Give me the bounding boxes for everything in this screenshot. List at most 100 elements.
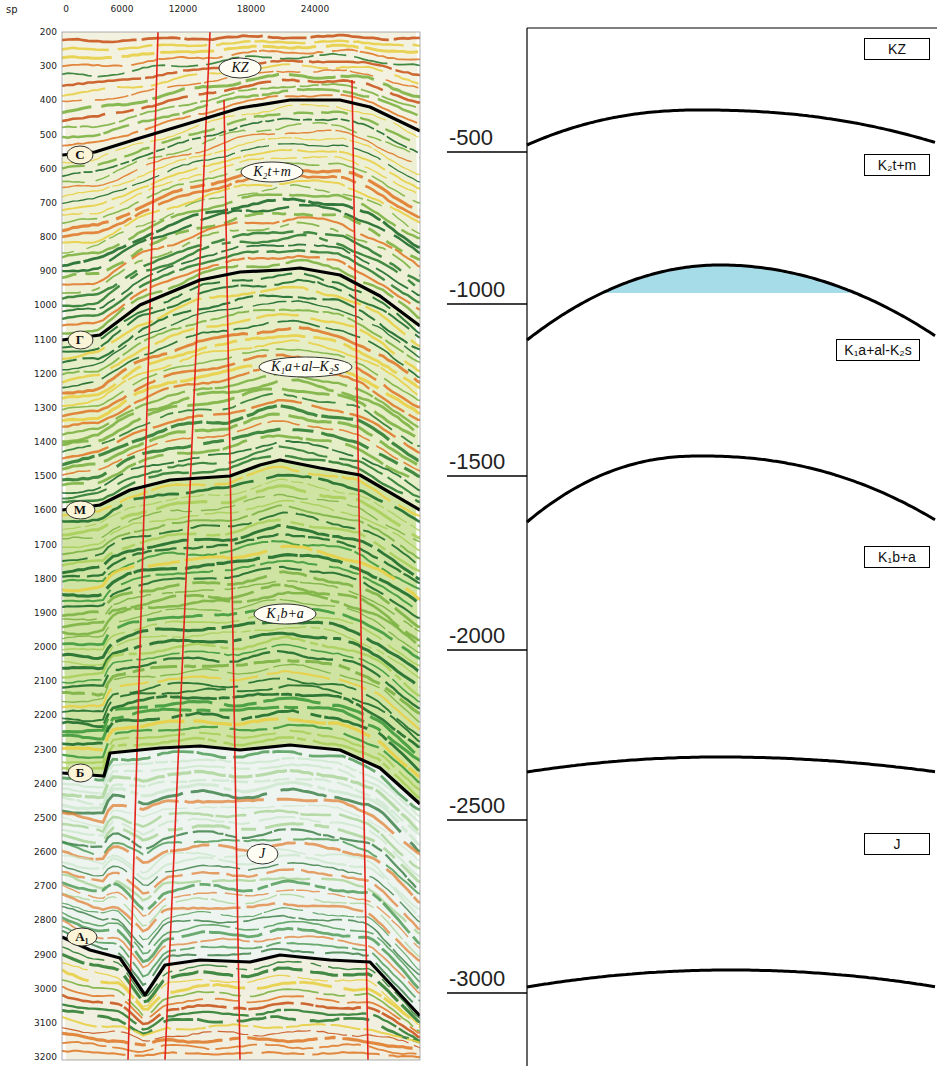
node-text: J — [259, 846, 266, 862]
axis-tick-label: 3100 — [34, 1018, 57, 1028]
axis-tick-label: 2000 — [34, 642, 57, 652]
axis-tick-label: 6000 — [111, 4, 134, 14]
axis-tick-label: 1800 — [34, 574, 57, 584]
horizon-label: С — [66, 145, 94, 165]
axis-tick-label: 900 — [40, 266, 57, 276]
horizon-line — [62, 460, 420, 510]
depth-label: -2500 — [449, 793, 505, 819]
axis-tick-label: 3000 — [34, 984, 57, 994]
axis-tick-label: 2400 — [34, 779, 57, 789]
formation-box: J — [864, 833, 930, 855]
seismic-section — [62, 32, 420, 1060]
formation-oval: K₁b+a — [253, 603, 317, 625]
seismic-reflector — [62, 572, 420, 628]
axis-tick-label: 1500 — [34, 471, 57, 481]
depth-tick — [447, 819, 527, 821]
axis-tick-label: 2600 — [34, 847, 57, 857]
seismic-reflector — [62, 163, 420, 225]
oval-shape — [67, 146, 93, 164]
oval-shape — [241, 162, 303, 182]
node-text: K₁b+a — [266, 606, 304, 622]
axis-tick-label: 2100 — [34, 676, 57, 686]
formation-oval: K₂t+m — [240, 161, 304, 183]
node-text: KZ — [231, 60, 249, 76]
depth-tick — [447, 151, 527, 153]
seismic-reflector — [62, 1026, 420, 1049]
depth-label: -1500 — [449, 449, 505, 475]
horizon-label: А₁ — [66, 927, 98, 947]
seismic-reflector — [62, 1042, 420, 1054]
node-text: Б — [76, 765, 85, 781]
oval-shape — [67, 928, 97, 946]
horizon-line — [62, 937, 420, 1016]
axis-tick-label: 1600 — [34, 505, 57, 515]
formation-box: K₂t+m — [864, 154, 930, 176]
depth-tick — [447, 475, 527, 477]
axis-tick-label: 18000 — [237, 4, 266, 14]
panel-border — [527, 27, 937, 28]
formation-box: KZ — [864, 38, 930, 60]
oval-shape — [254, 604, 316, 624]
formation-oval: KZ — [218, 57, 262, 79]
formation-oval: J — [246, 843, 279, 865]
axis-tick-label: 1200 — [34, 369, 57, 379]
axis-tick-label: 800 — [40, 232, 57, 242]
oval-shape — [68, 331, 93, 349]
axis-tick-label: 2300 — [34, 745, 57, 755]
oval-shape — [259, 357, 352, 377]
depth-label: -3000 — [449, 966, 505, 992]
axis-unit: sp — [6, 4, 18, 15]
formation-box: K₁b+a — [864, 546, 930, 568]
fault-line — [165, 32, 210, 1060]
seismic-reflector — [62, 245, 420, 312]
axis-tick-label: 1400 — [34, 437, 57, 447]
axis-tick-label: 200 — [40, 27, 57, 37]
horizon-curve — [527, 456, 935, 522]
oval-shape — [68, 764, 93, 782]
axis-tick-label: 2700 — [34, 881, 57, 891]
axis-tick-label: 24000 — [301, 4, 330, 14]
node-text: K₂t+m — [253, 164, 291, 180]
seismic-frame — [62, 32, 420, 1060]
axis-tick-label: 2500 — [34, 813, 57, 823]
horizon-curve — [527, 265, 935, 340]
axis-tick-label: 1300 — [34, 403, 57, 413]
node-text: Г — [76, 332, 85, 348]
oval-shape — [219, 58, 261, 78]
horizon-curve — [527, 970, 935, 987]
fault-line — [128, 32, 158, 1060]
horizon-line — [62, 100, 420, 155]
depth-label: -500 — [449, 125, 493, 151]
seismic-reflector — [62, 104, 420, 163]
axis-tick-label: 400 — [40, 95, 57, 105]
formation-oval: K₁a+al–K₂s — [258, 356, 353, 378]
fault-line — [224, 100, 240, 1060]
horizon-curve — [527, 757, 935, 772]
axis-tick-label: 1100 — [34, 335, 57, 345]
axis-tick-label: 300 — [40, 61, 57, 71]
axis-tick-label: 12000 — [169, 4, 198, 14]
axis-tick-label: 1000 — [34, 300, 57, 310]
depth-label: -2000 — [449, 623, 505, 649]
node-text: K₁a+al-K₂s — [844, 342, 912, 358]
panel-border — [526, 28, 527, 1066]
oval-shape — [66, 501, 95, 519]
axis-tick-label: 2200 — [34, 710, 57, 720]
axis-tick-label: 600 — [40, 164, 57, 174]
horizon-curve — [527, 110, 935, 145]
axis-tick-label: 1700 — [34, 540, 57, 550]
horizon-line — [62, 268, 420, 340]
interpretation-panel — [447, 28, 937, 1066]
depth-tick — [447, 649, 527, 651]
seismic-reflector — [62, 45, 420, 58]
node-text: М — [74, 502, 87, 518]
seismic-reflector — [62, 60, 420, 85]
node-text: K₁a+al–K₂s — [271, 359, 340, 375]
node-text: С — [75, 147, 85, 163]
axis-tick-label: 0 — [63, 4, 69, 14]
horizon-label: М — [65, 500, 96, 520]
oval-shape — [247, 844, 278, 864]
